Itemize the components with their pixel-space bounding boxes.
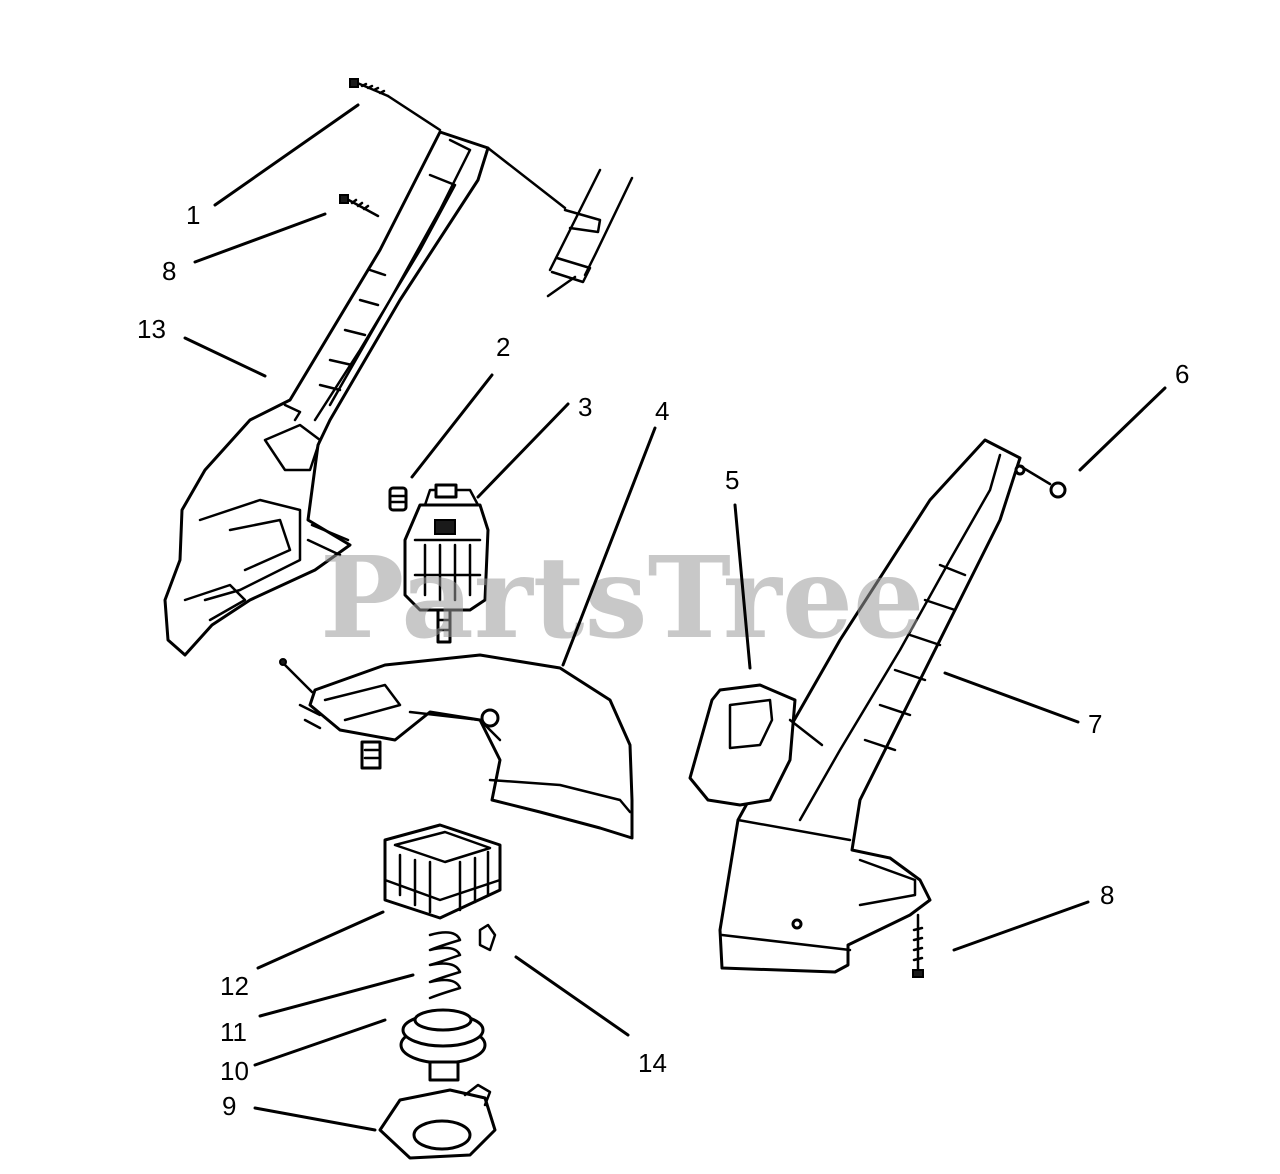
callout-7: 7 (1088, 709, 1102, 739)
switch-5-part (688, 683, 824, 807)
screw-1-part (349, 78, 442, 132)
spring-11-part (428, 931, 462, 1000)
callout-13: 13 (137, 314, 166, 344)
screw-8-bottom-part (912, 913, 924, 978)
housing-left-part (163, 130, 490, 657)
motor-3-part (403, 483, 490, 644)
callout-3: 3 (578, 392, 592, 422)
spool-hub-12-part (383, 823, 502, 920)
screw-2-part (388, 486, 408, 512)
callout-6: 6 (1175, 359, 1189, 389)
callout-4: 4 (655, 396, 669, 426)
clip-14-part (478, 923, 497, 952)
cap-9-part (378, 1083, 497, 1160)
shaft-fragment-part (486, 146, 634, 298)
screw-8-top-part (339, 194, 380, 218)
callout-labels: 1 8 13 2 3 4 5 6 7 8 12 11 10 9 14 (137, 200, 1189, 1121)
nut-6-part (1018, 464, 1067, 499)
watermark-text: PartsTree (320, 533, 924, 664)
callout-9: 9 (222, 1091, 236, 1121)
callout-11: 11 (220, 1017, 247, 1047)
callout-12: 12 (220, 971, 249, 1001)
callout-5: 5 (725, 465, 739, 495)
guard-4-part (279, 653, 634, 840)
callout-10: 10 (220, 1056, 249, 1086)
callout-2: 2 (496, 332, 510, 362)
callout-8-bottom: 8 (1100, 880, 1114, 910)
callout-8-top: 8 (162, 256, 176, 286)
callout-14: 14 (638, 1048, 667, 1078)
callout-1: 1 (186, 200, 200, 230)
leader-lines (183, 103, 1167, 1132)
housing-right-part (718, 438, 1026, 974)
spool-10-part (399, 1008, 487, 1082)
